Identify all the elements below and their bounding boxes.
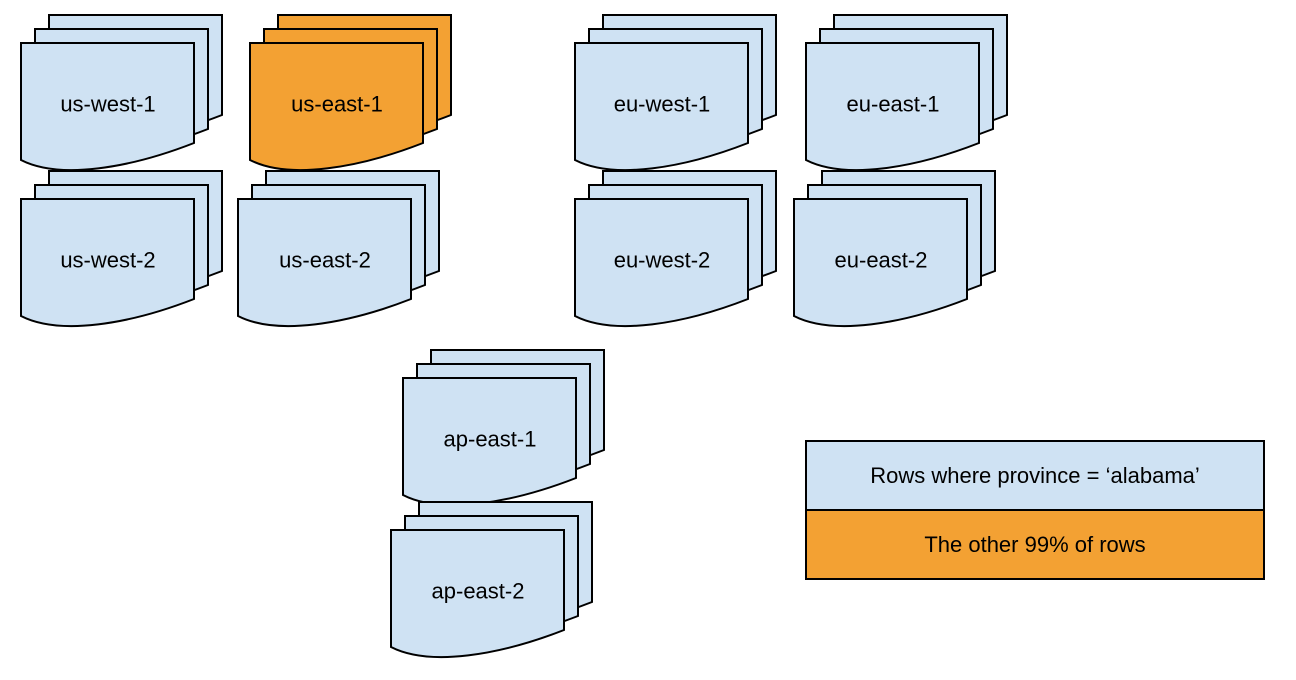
document-stack-icon: us-east-1 xyxy=(249,14,452,172)
partition-stack-eu-west-1: eu-west-1 xyxy=(574,14,778,173)
partition-stack-us-west-1: us-west-1 xyxy=(20,14,224,173)
partition-stack-ap-east-2: ap-east-2 xyxy=(390,501,594,660)
document-stack-icon: ap-east-1 xyxy=(402,349,605,507)
partition-label: eu-west-1 xyxy=(614,92,711,117)
partition-stack-us-east-2: us-east-2 xyxy=(237,170,441,329)
legend-row-normal-rows: Rows where province = ‘alabama’ xyxy=(807,442,1263,511)
partition-stack-eu-west-2: eu-west-2 xyxy=(574,170,778,329)
partition-label: us-west-2 xyxy=(60,248,155,273)
partition-label: us-west-1 xyxy=(60,92,155,117)
partition-stack-us-west-2: us-west-2 xyxy=(20,170,224,329)
legend-label: Rows where province = ‘alabama’ xyxy=(870,462,1200,488)
document-stack-icon: eu-west-1 xyxy=(574,14,777,172)
partition-label: ap-east-2 xyxy=(432,579,525,604)
document-stack-icon: ap-east-2 xyxy=(390,501,593,659)
partition-label: us-east-2 xyxy=(279,248,371,273)
partition-stack-eu-east-2: eu-east-2 xyxy=(793,170,997,329)
document-stack-icon: us-west-1 xyxy=(20,14,223,172)
partition-label: eu-east-2 xyxy=(835,248,928,273)
partition-stack-us-east-1: us-east-1 xyxy=(249,14,453,173)
document-stack-icon: us-west-2 xyxy=(20,170,223,328)
legend-row-highlighted-rows: The other 99% of rows xyxy=(807,511,1263,578)
partition-label: ap-east-1 xyxy=(444,427,537,452)
partition-label: eu-east-1 xyxy=(847,92,940,117)
partition-stack-ap-east-1: ap-east-1 xyxy=(402,349,606,508)
partition-label: us-east-1 xyxy=(291,92,383,117)
document-stack-icon: eu-east-1 xyxy=(805,14,1008,172)
document-stack-icon: eu-east-2 xyxy=(793,170,996,328)
partition-label: eu-west-2 xyxy=(614,248,711,273)
legend: Rows where province = ‘alabama’ The othe… xyxy=(805,440,1265,580)
partition-stack-eu-east-1: eu-east-1 xyxy=(805,14,1009,173)
document-stack-icon: eu-west-2 xyxy=(574,170,777,328)
legend-label: The other 99% of rows xyxy=(924,531,1146,557)
document-stack-icon: us-east-2 xyxy=(237,170,440,328)
